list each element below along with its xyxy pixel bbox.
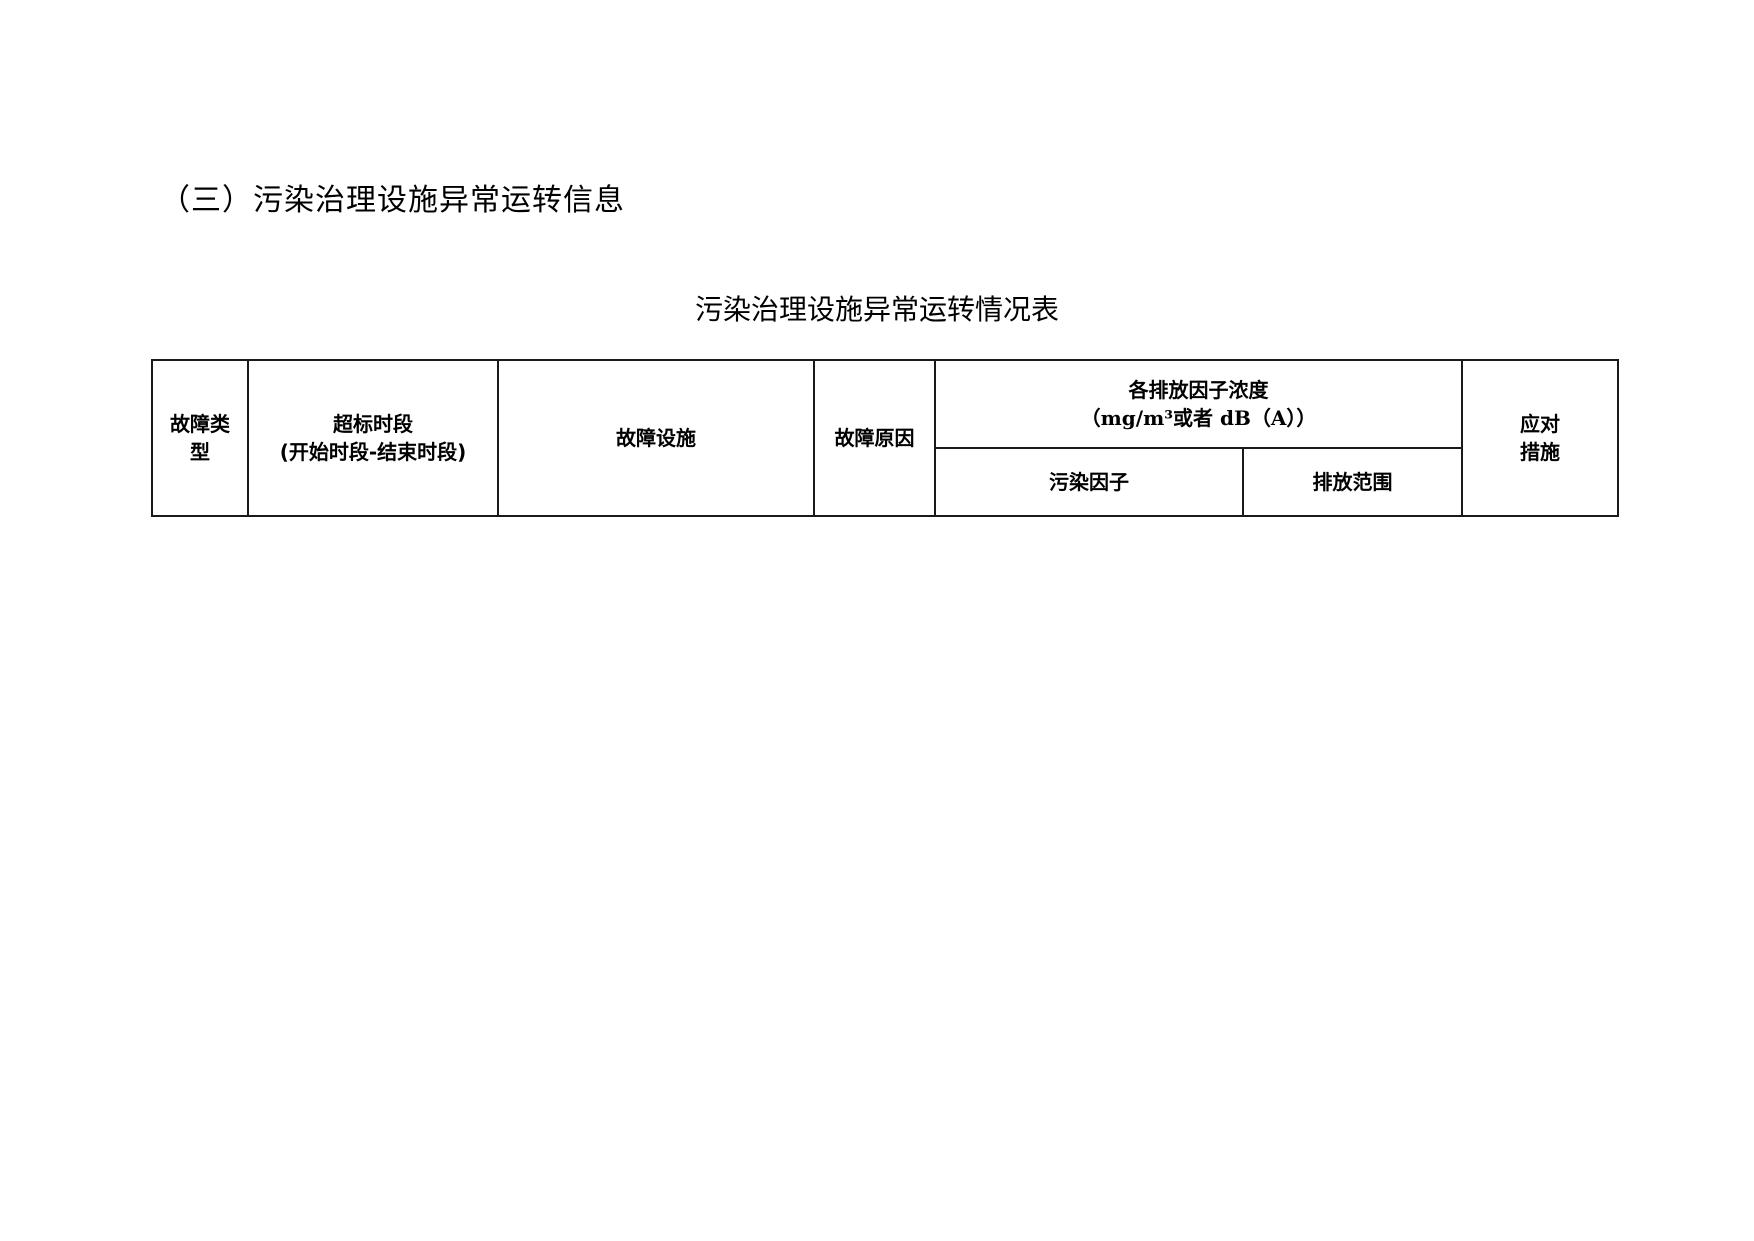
- table-title: 污染治理设施异常运转情况表: [694, 293, 1059, 326]
- header-fault-type-line-1: 故障类: [170, 412, 230, 436]
- header-row-top: 故障类 型 超标时段 (开始时段-结束时段) 故障设施 故障原因 各排放因子浓度…: [151, 359, 1619, 517]
- header-emission-range: 排放范围: [1242, 447, 1463, 517]
- header-row-bottom: 污染因子 排放范围: [152, 447, 1618, 517]
- header-fault-facility: 故障设施: [497, 359, 815, 517]
- header-exceed-period-line-2: (开始时段-结束时段): [279, 440, 467, 464]
- header-countermeasures-line-1: 应对: [1520, 412, 1560, 436]
- header-exceed-period-line-1: 超标时段: [333, 412, 413, 436]
- header-concentration-group: 各排放因子浓度 （mg/m³或者 dB（A））: [934, 359, 1463, 449]
- header-fault-type-line-2: 型: [190, 440, 210, 464]
- header-concentration-unit: （mg/m³或者 dB（A））: [1080, 406, 1317, 430]
- section-heading: （三）污染治理设施异常运转信息: [160, 183, 625, 218]
- header-pollutant-factor: 污染因子: [934, 447, 1244, 517]
- header-countermeasures-line-2: 措施: [1520, 440, 1560, 464]
- header-concentration-title: 各排放因子浓度: [1128, 378, 1269, 402]
- header-fault-type: 故障类 型: [151, 359, 249, 517]
- header-exceed-period: 超标时段 (开始时段-结束时段): [247, 359, 499, 517]
- header-countermeasures: 应对 措施: [1461, 359, 1619, 517]
- header-fault-reason: 故障原因: [813, 359, 936, 517]
- abnormal-operation-table: 故障类 型 超标时段 (开始时段-结束时段) 故障设施 故障原因 各排放因子浓度…: [151, 359, 1619, 517]
